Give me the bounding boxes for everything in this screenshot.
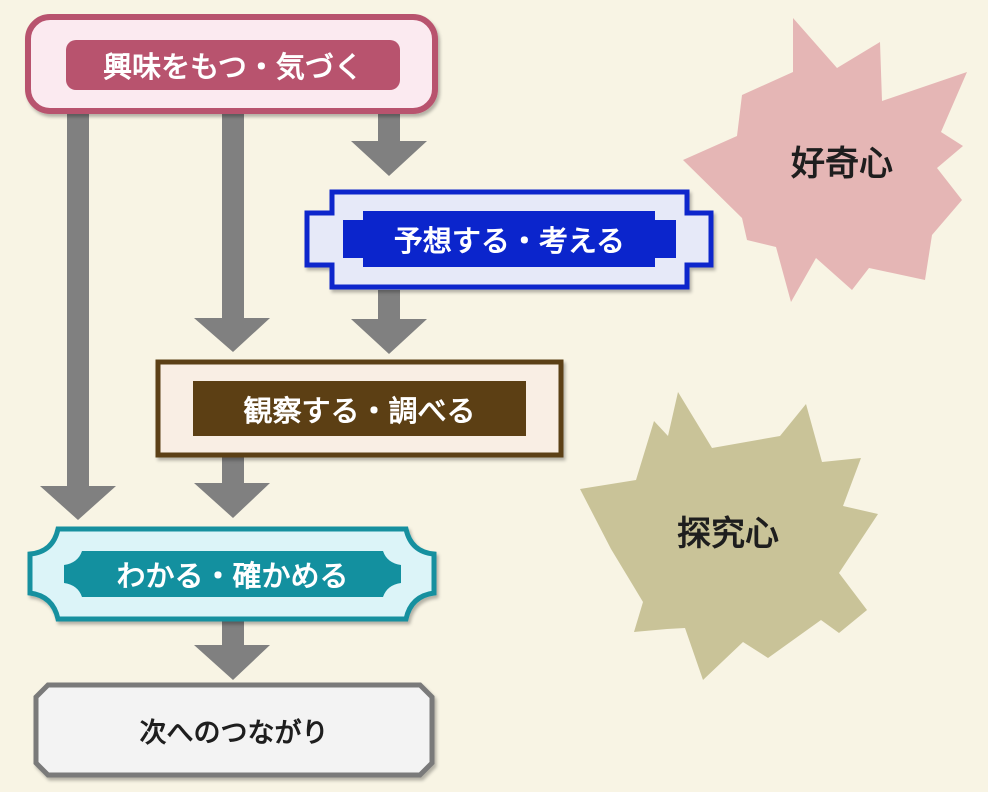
step-observe-box bbox=[155, 359, 564, 458]
arrow-shaft bbox=[378, 290, 400, 324]
arrow-shaft bbox=[222, 618, 244, 648]
arrow-head bbox=[194, 645, 270, 680]
curiosity-badge-label: 好奇心 bbox=[791, 143, 893, 184]
arrow-head bbox=[194, 483, 270, 518]
step-predict-label: 予想する・考える bbox=[393, 224, 626, 258]
inquiry-badge-star bbox=[580, 392, 878, 680]
step-next-label: 次へのつながり bbox=[139, 717, 329, 749]
flow-arrows bbox=[40, 112, 427, 680]
inquiry-badge-label: 探究心 bbox=[677, 513, 779, 554]
arrow-head bbox=[351, 319, 427, 354]
curiosity-badge-star bbox=[683, 18, 967, 302]
step-interest-label: 興味をもつ・気づく bbox=[103, 50, 363, 84]
step-understand-label: わかる・確かめる bbox=[116, 559, 349, 593]
step-understand-box bbox=[27, 526, 437, 622]
step-interest-box bbox=[25, 14, 438, 114]
arrow-shaft bbox=[222, 455, 244, 487]
step-next-box bbox=[33, 682, 435, 778]
arrow-head bbox=[194, 318, 270, 352]
step-predict-box bbox=[304, 189, 714, 290]
arrow-shaft bbox=[378, 112, 400, 146]
arrow-head bbox=[40, 486, 116, 520]
arrow-shaft bbox=[67, 112, 89, 492]
arrow-head bbox=[351, 141, 427, 176]
arrow-shaft bbox=[222, 112, 244, 324]
step-observe-label: 観察する・調べる bbox=[243, 393, 476, 428]
